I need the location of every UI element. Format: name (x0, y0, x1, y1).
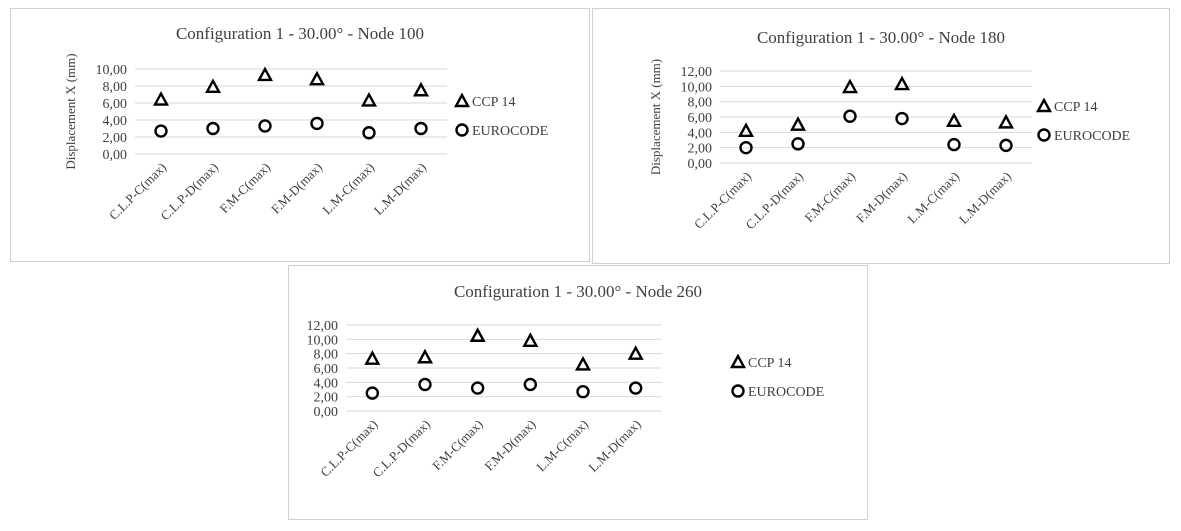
legend-label: EUROCODE (1054, 129, 1130, 144)
x-tick-label: F.M-C(max) (429, 417, 486, 474)
data-point-circle (739, 140, 753, 155)
y-tick-label: 12,00 (681, 65, 713, 80)
data-point-circle (258, 119, 272, 133)
y-tick-label: 4,00 (688, 126, 713, 141)
legend-label: CCP 14 (748, 356, 791, 371)
data-point-circle (206, 121, 220, 136)
x-tick-label: F.M-C(max) (802, 169, 859, 226)
y-tick-label: 6,00 (688, 111, 713, 126)
data-point-circle (628, 381, 643, 395)
legend-circle-icon (1037, 128, 1051, 142)
legend-label: CCP 14 (472, 95, 515, 110)
y-tick-label: 6,00 (314, 362, 339, 377)
y-tick-label: 10,00 (307, 333, 339, 348)
legend-triangle-icon (729, 353, 747, 369)
data-point-circle (576, 384, 590, 399)
chart-title: Configuration 1 - 30.00° - Node 180 (757, 28, 1005, 47)
y-tick-label: 8,00 (103, 80, 128, 95)
data-point-triangle (360, 91, 378, 107)
data-point-circle (470, 381, 485, 395)
y-tick-label: 2,00 (688, 142, 713, 157)
legend-circle-icon (455, 123, 469, 137)
data-point-circle (523, 377, 538, 392)
y-tick-label: 4,00 (314, 376, 339, 391)
data-point-circle (895, 111, 909, 126)
y-tick-label: 4,00 (103, 114, 128, 129)
y-tick-label: 6,00 (103, 97, 128, 112)
x-tick-label: F.M-D(max) (481, 417, 538, 474)
legend-label: CCP 14 (1054, 100, 1097, 115)
data-point-triangle (152, 91, 170, 106)
x-tick-label: F.M-C(max) (217, 160, 274, 217)
x-tick-label: L.M-C(max) (319, 160, 377, 218)
y-tick-label: 0,00 (688, 157, 713, 172)
x-tick-label: L.M-D(max) (585, 417, 643, 475)
data-point-triangle (412, 81, 430, 97)
data-point-circle (418, 377, 432, 392)
x-tick-label: L.M-D(max) (371, 160, 429, 218)
x-tick-label: L.M-D(max) (956, 169, 1014, 227)
legend-label: EUROCODE (472, 124, 548, 139)
data-point-triangle (997, 113, 1015, 129)
data-point-circle (414, 121, 428, 136)
y-tick-label: 12,00 (307, 319, 339, 334)
data-point-triangle (204, 78, 222, 94)
data-point-circle (843, 109, 857, 123)
y-tick-label: 0,00 (314, 405, 339, 420)
data-point-circle (947, 137, 961, 152)
legend-circle-icon (731, 384, 745, 398)
legend-label: EUROCODE (748, 385, 824, 400)
x-tick-label: F.M-D(max) (853, 169, 910, 226)
data-point-triangle (737, 122, 755, 138)
data-point-triangle (522, 332, 539, 347)
y-tick-label: 0,00 (103, 148, 128, 163)
y-tick-label: 8,00 (314, 348, 339, 363)
data-point-triangle (945, 112, 963, 128)
data-point-triangle (841, 78, 859, 94)
data-point-circle (365, 386, 380, 400)
y-axis-label: Displacement X (mm) (648, 59, 663, 175)
y-tick-label: 2,00 (314, 391, 339, 406)
y-tick-label: 8,00 (688, 96, 713, 111)
data-point-circle (154, 124, 168, 138)
y-tick-label: 2,00 (103, 131, 128, 146)
legend-triangle-icon (1035, 97, 1053, 113)
data-point-triangle (256, 66, 274, 82)
data-point-triangle (574, 355, 592, 371)
x-tick-label: F.M-D(max) (268, 160, 325, 217)
data-point-circle (362, 126, 376, 140)
data-point-circle (310, 116, 324, 131)
data-point-triangle (789, 116, 807, 131)
data-point-triangle (364, 350, 381, 365)
x-tick-label: L.M-C(max) (904, 169, 962, 227)
data-point-triangle (469, 327, 486, 342)
data-point-triangle (308, 70, 326, 86)
legend-triangle-icon (453, 92, 471, 108)
x-tick-label: L.M-C(max) (533, 417, 591, 475)
chart-title: Configuration 1 - 30.00° - Node 260 (454, 282, 702, 301)
chart-node-100: Configuration 1 - 30.00° - Node 100 0,00 2… (10, 8, 590, 262)
data-point-circle (791, 137, 805, 151)
chart-title: Configuration 1 - 30.00° - Node 100 (176, 24, 424, 43)
data-point-triangle (893, 75, 911, 91)
y-tick-label: 10,00 (681, 80, 713, 95)
y-tick-label: 10,00 (96, 63, 128, 78)
y-axis-label: Displacement X (mm) (63, 53, 78, 169)
data-point-triangle (416, 348, 434, 364)
data-point-triangle (627, 345, 644, 360)
data-point-circle (999, 138, 1013, 153)
